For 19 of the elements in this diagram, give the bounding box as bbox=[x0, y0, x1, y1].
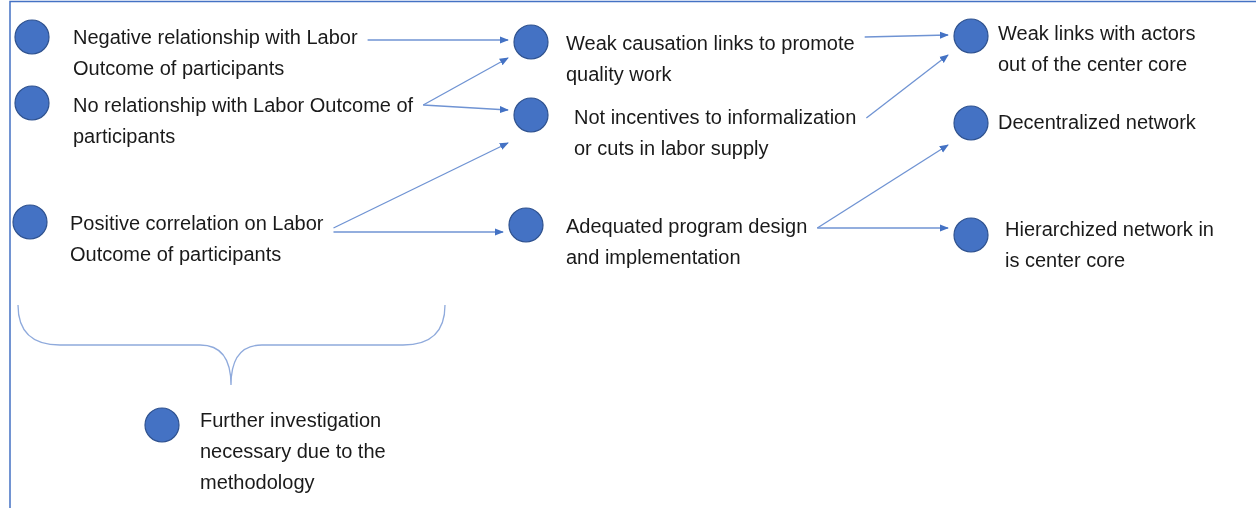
arrow bbox=[366, 36, 509, 44]
item-text: No relationship with Labor Outcome of participants bbox=[73, 93, 415, 149]
arrow bbox=[332, 228, 504, 236]
arrow bbox=[816, 224, 949, 232]
arrow bbox=[332, 142, 509, 229]
arrow bbox=[816, 144, 949, 229]
item-text: Weak causation links to promote quality work bbox=[566, 31, 856, 87]
item-text: Weak links with actors out of the center core bbox=[998, 21, 1197, 77]
item-text: Negative relationship with Labor Outcome of participants bbox=[73, 25, 359, 81]
arrow bbox=[422, 104, 509, 114]
arrow bbox=[422, 57, 509, 106]
arrow bbox=[865, 54, 949, 119]
item-text: Further investigation necessary due to the methodology bbox=[200, 408, 387, 495]
item-text: Hierarchized network in is center core bbox=[1005, 217, 1215, 273]
arrow bbox=[864, 31, 949, 39]
item-text: Positive correlation on Labor Outcome of participants bbox=[70, 211, 325, 267]
item-text: Adequated program design and implementation bbox=[566, 214, 809, 270]
item-text: Decentralized network bbox=[998, 110, 1197, 135]
item-text: Not incentives to informalization or cuts in labor supply bbox=[574, 105, 858, 161]
